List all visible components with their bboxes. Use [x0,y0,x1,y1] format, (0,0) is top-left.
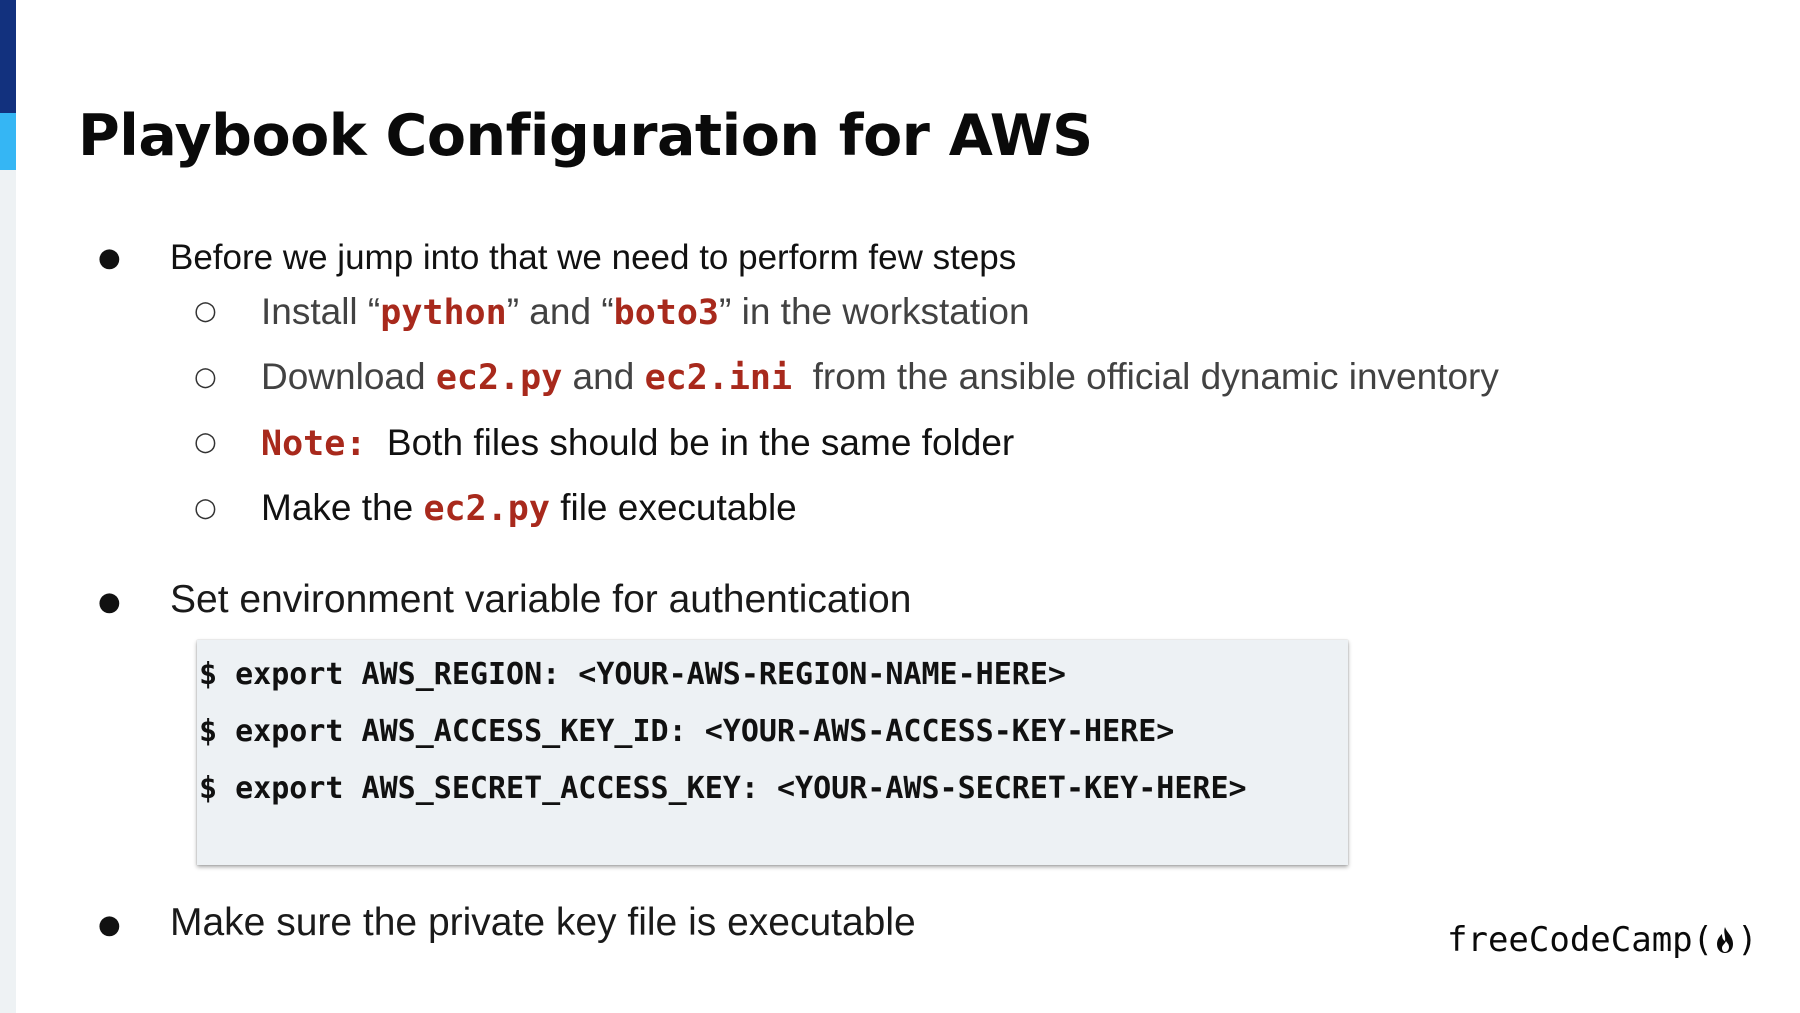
inline-code: ec2.py [435,358,563,398]
sub-item-note: Note: Both files should be in the same f… [261,424,1014,462]
logo-text: freeCodeCamp [1447,920,1693,960]
sub-item-text: ” and “ [506,291,614,332]
code-line-secret-key: $ export AWS_SECRET_ACCESS_KEY: <YOUR-AW… [199,771,1247,806]
code-line-access-key: $ export AWS_ACCESS_KEY_ID: <YOUR-AWS-AC… [199,714,1175,749]
sub-item-executable: Make the ec2.py file executable [261,489,797,527]
inline-code: boto3 [613,293,719,333]
sub-item-text: Both files should be in the same folder [366,422,1015,463]
bullet-marker: ● [98,243,121,273]
sub-item-text: and [562,356,645,397]
accent-bar-dark [0,0,16,113]
logo-paren-open: ( [1692,920,1714,960]
sub-item-text: ” in the workstation [719,291,1030,332]
slide-title: Playbook Configuration for AWS [78,103,1093,169]
sub-item-download: Download ec2.py and ec2.ini from the ans… [261,358,1499,396]
sub-bullet-marker: ○ [194,493,217,523]
inline-code: ec2.py [423,489,550,529]
sub-item-text: Install “ [261,291,381,332]
sub-bullet-marker: ○ [194,427,217,457]
code-block: $ export AWS_REGION: <YOUR-AWS-REGION-NA… [197,640,1348,865]
sub-bullet-marker: ○ [194,296,217,326]
bullet-3-text: Make sure the private key file is execut… [170,901,916,944]
fire-icon [1717,927,1734,953]
sub-item-text: from the ansible official dynamic invent… [792,356,1499,397]
accent-bar-light [0,113,16,170]
freecodecamp-logo: freeCodeCamp() [1447,923,1758,957]
sub-bullet-marker: ○ [194,362,217,392]
inline-code: python [380,293,507,333]
bullet-2-text: Set environment variable for authenticat… [170,578,912,621]
bullet-marker: ● [98,587,121,617]
sub-item-text: file executable [549,487,797,528]
slide-edge-strip [0,0,16,1013]
logo-paren-close: ) [1737,920,1758,960]
bullet-marker: ● [98,910,121,940]
sub-item-text: Make the [261,487,424,528]
note-label: Note: [261,424,367,464]
sub-item-text: Download [261,356,436,397]
bullet-1-text: Before we jump into that we need to perf… [170,238,1017,277]
sub-item-install: Install “python” and “boto3” in the work… [261,293,1030,331]
code-line-region: $ export AWS_REGION: <YOUR-AWS-REGION-NA… [199,657,1066,692]
inline-code: ec2.ini [644,358,793,398]
